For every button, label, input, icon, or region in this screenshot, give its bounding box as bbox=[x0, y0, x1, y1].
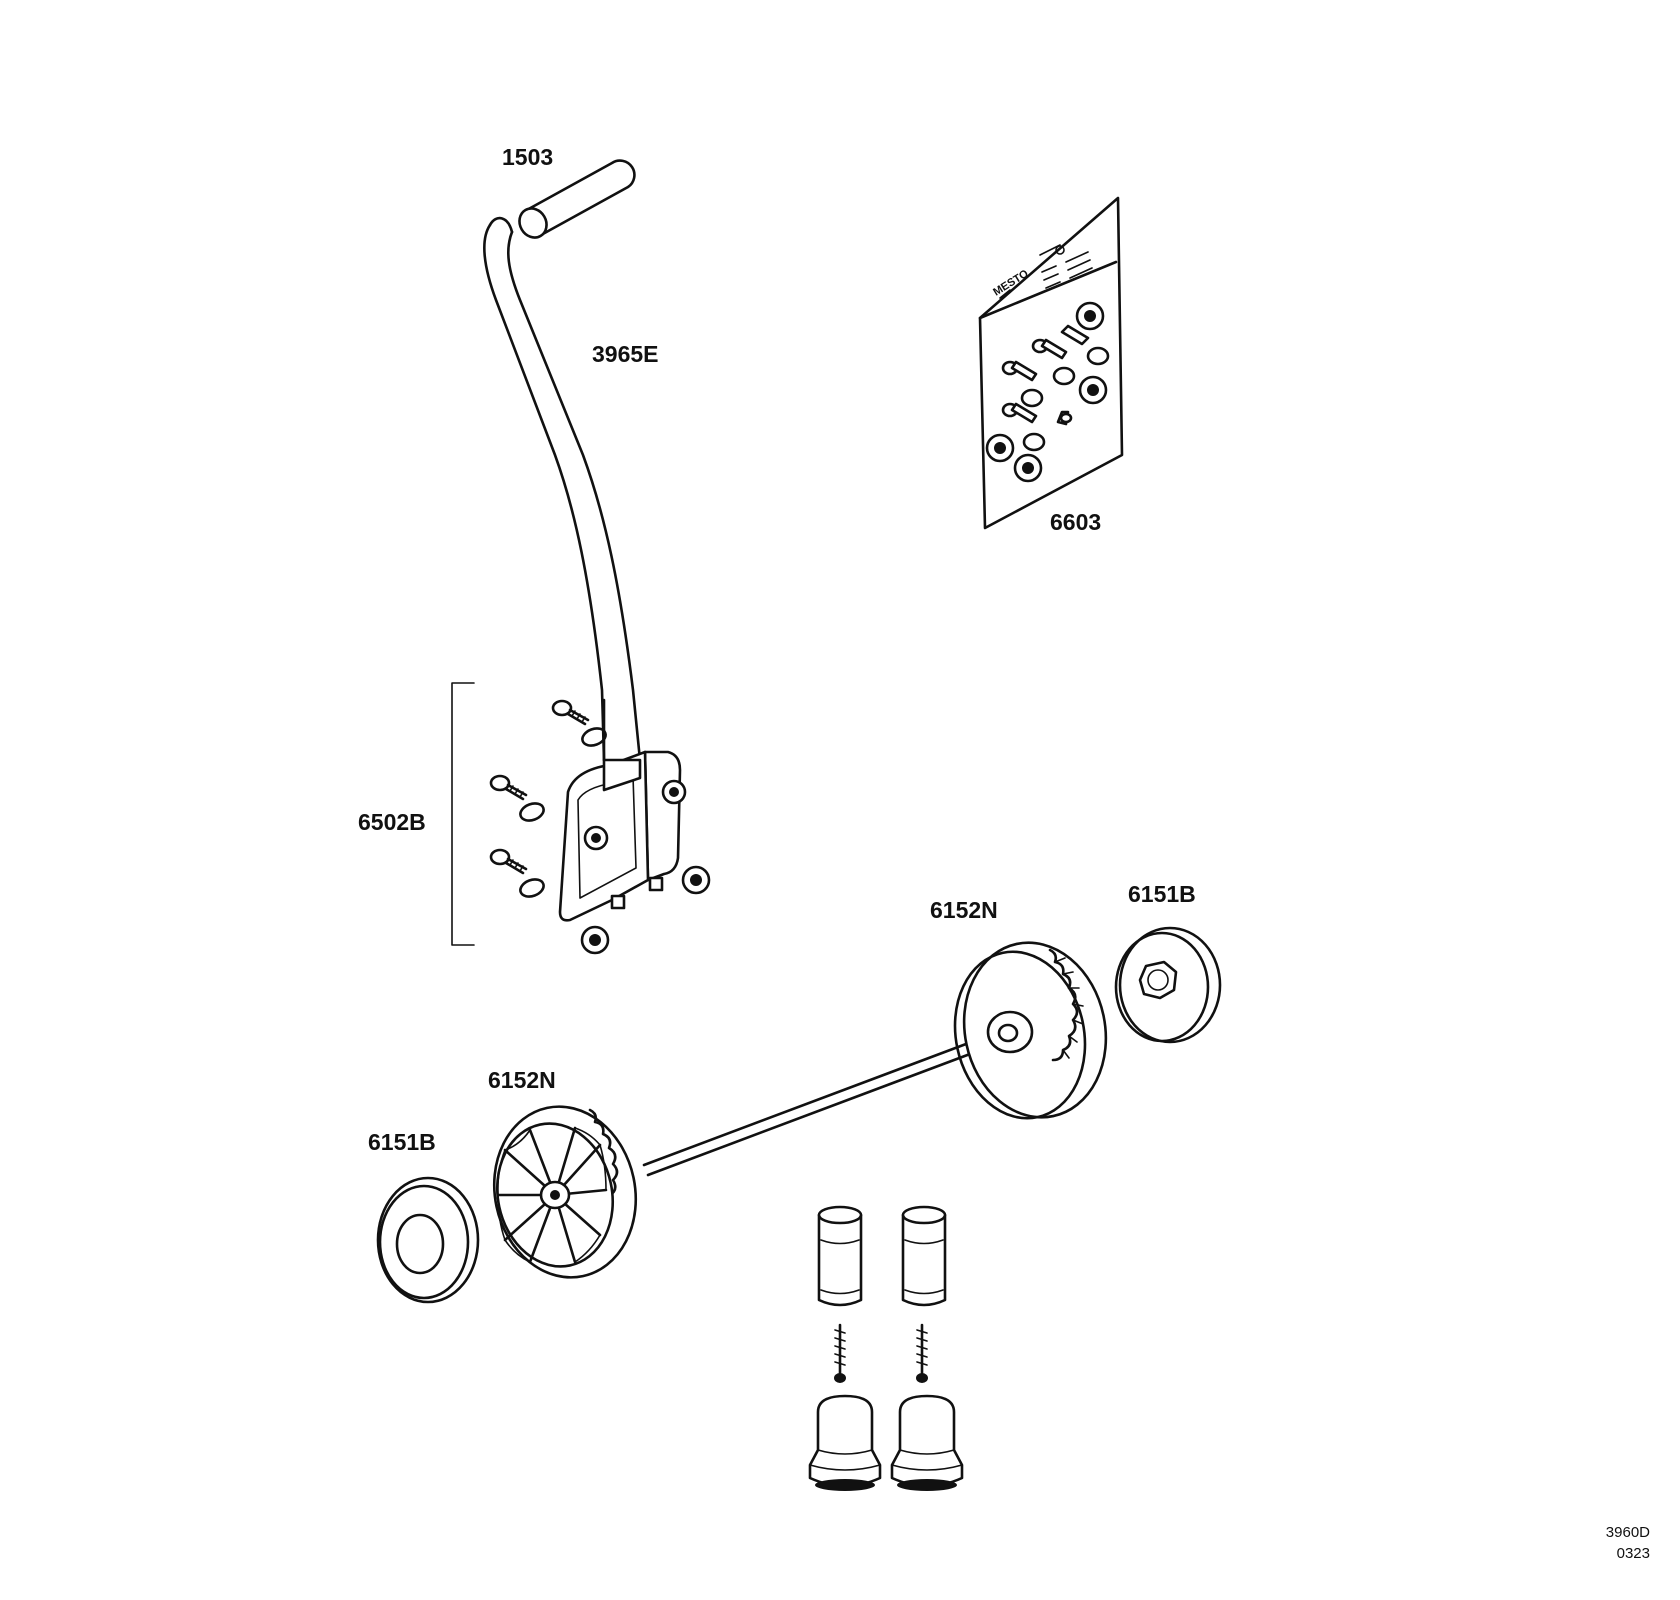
right-wheel-part bbox=[953, 941, 1108, 1120]
screw-left bbox=[834, 1323, 846, 1383]
label-cap-left: 6151B bbox=[368, 1129, 436, 1155]
left-cap-part bbox=[376, 1176, 480, 1304]
label-wheel-right: 6152N bbox=[930, 897, 998, 923]
bracket-bolt-3 bbox=[489, 848, 545, 898]
handle-tube-part bbox=[483, 216, 642, 762]
left-wheel-part bbox=[492, 1105, 638, 1279]
right-cap-part bbox=[1114, 926, 1222, 1044]
bracket-bolt-1 bbox=[551, 699, 607, 747]
label-screw-set-pack: 6603 bbox=[1050, 509, 1101, 535]
screw-set-pack-part: MESTO bbox=[978, 196, 1124, 530]
document-code-line1: 3960D bbox=[1606, 1524, 1650, 1541]
label-wheel-left: 6152N bbox=[488, 1067, 556, 1093]
foot-cap-right bbox=[890, 1394, 964, 1491]
label-bracket-kit: 6502B bbox=[358, 809, 426, 835]
foot-cap-left bbox=[808, 1394, 882, 1491]
ferrule-left bbox=[817, 1205, 863, 1307]
label-cap-right: 6151B bbox=[1128, 881, 1196, 907]
screw-right bbox=[916, 1323, 928, 1383]
label-grip: 1503 bbox=[502, 144, 553, 170]
label-handle: 3965E bbox=[592, 341, 659, 367]
ferrule-right bbox=[901, 1205, 947, 1307]
bracket-bolt-2 bbox=[489, 774, 545, 822]
grip-part bbox=[518, 159, 636, 239]
bracket-kit-part bbox=[451, 682, 711, 955]
axle-part bbox=[642, 1033, 996, 1177]
document-code-line2: 0323 bbox=[1617, 1545, 1650, 1562]
